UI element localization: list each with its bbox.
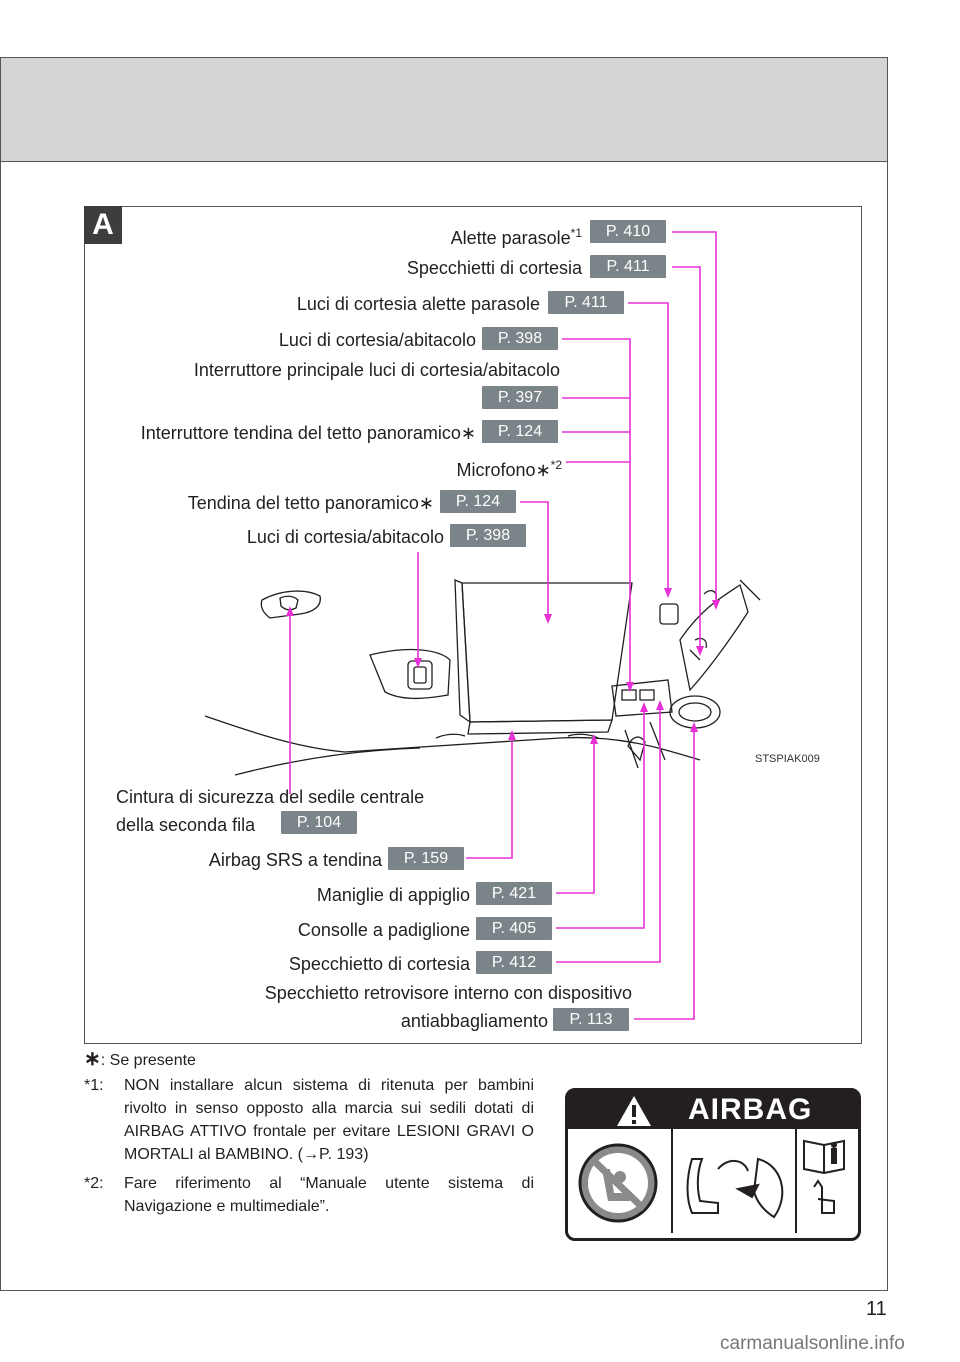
- star-icon: ∗: [84, 1048, 101, 1070]
- label-maniglie: Maniglie di appiglio: [316, 885, 470, 905]
- warning-triangle-icon: [617, 1096, 651, 1126]
- label-consolle: Consolle a padiglione: [297, 920, 470, 940]
- ref-luci-alette[interactable]: P. 411: [548, 291, 624, 314]
- page-frame: [0, 57, 888, 1291]
- leader-arrowheads: [286, 588, 720, 744]
- note-2-text: Fare riferimento al “Manuale utente sist…: [124, 1175, 534, 1215]
- leader-lines: [289, 231, 717, 1020]
- label-microfono: Microfono∗*2: [456, 458, 562, 480]
- seat-airbag-icon: [686, 1157, 784, 1219]
- note-1: *1: NON installare alcun sistema di rite…: [84, 1074, 534, 1166]
- ref-retrovisore[interactable]: P. 113: [553, 1008, 629, 1031]
- note-star: ∗: Se presente: [84, 1048, 196, 1070]
- section-letter: A: [84, 206, 122, 244]
- airbag-header: AIRBAG: [568, 1091, 858, 1129]
- airbag-pictograms: [578, 1129, 845, 1233]
- ref-luci-abitacolo-1[interactable]: P. 398: [482, 327, 558, 350]
- ref-alette[interactable]: P. 410: [590, 220, 666, 243]
- label-interruttore-principale: Interruttore principale luci di cortesia…: [193, 360, 560, 380]
- watermark: carmanualsonline.info: [720, 1333, 905, 1354]
- ref-cintura[interactable]: P. 104: [281, 811, 357, 834]
- ref-airbag-srs[interactable]: P. 159: [388, 847, 464, 870]
- image-code: STSPIAK009: [755, 753, 820, 765]
- ref-interruttore-principale[interactable]: P. 397: [482, 386, 558, 409]
- label-airbag-srs: Airbag SRS a tendina: [208, 850, 382, 870]
- label-cintura-1: Cintura di sicurezza del sedile centrale: [116, 787, 425, 807]
- airbag-title: AIRBAG: [688, 1093, 813, 1126]
- page-number: 11: [866, 1298, 887, 1320]
- label-luci-abitacolo-2: Luci di cortesia/abitacolo: [246, 527, 444, 547]
- label-specchietti-cortesia: Specchietti di cortesia: [406, 258, 582, 278]
- header-band: [1, 58, 887, 162]
- read-manual-icon: [803, 1139, 845, 1214]
- note-2-marker: *2:: [84, 1175, 104, 1192]
- airbag-warning-label: AIRBAG: [565, 1088, 861, 1241]
- label-retrovisore-1: Specchietto retrovisore interno con disp…: [264, 983, 632, 1003]
- label-retrovisore-2: antiabbagliamento: [400, 1011, 548, 1031]
- label-luci-abitacolo-1: Luci di cortesia/abitacolo: [278, 330, 476, 350]
- label-tendina: Tendina del tetto panoramico∗: [187, 493, 434, 513]
- label-specchietto-cortesia: Specchietto di cortesia: [288, 954, 470, 974]
- note-2: *2: Fare riferimento al “Manuale utente …: [84, 1172, 534, 1218]
- ref-specchietto-cortesia[interactable]: P. 412: [476, 951, 552, 974]
- no-rear-facing-seat-icon: [578, 1143, 658, 1223]
- ref-tendina[interactable]: P. 124: [440, 490, 516, 513]
- label-cintura-2: della seconda fila: [116, 815, 256, 835]
- illustration-panel: [84, 206, 862, 1044]
- ref-interruttore-tendina[interactable]: P. 124: [482, 420, 558, 443]
- ref-luci-abitacolo-2[interactable]: P. 398: [450, 524, 526, 547]
- note-1-text: NON installare alcun sistema di ritenuta…: [124, 1077, 534, 1163]
- note-1-marker: *1:: [84, 1077, 104, 1094]
- ref-consolle[interactable]: P. 405: [476, 917, 552, 940]
- roof-drawing: [204, 578, 761, 776]
- ref-specchietti-cortesia[interactable]: P. 411: [590, 255, 666, 278]
- ref-maniglie[interactable]: P. 421: [476, 882, 552, 905]
- label-alette: Alette parasole*1: [450, 226, 582, 248]
- label-luci-alette: Luci di cortesia alette parasole: [296, 294, 540, 314]
- label-interruttore-tendina: Interruttore tendina del tetto panoramic…: [140, 423, 476, 443]
- footnotes: ∗: Se presente *1: NON installare alcun …: [84, 1048, 534, 1218]
